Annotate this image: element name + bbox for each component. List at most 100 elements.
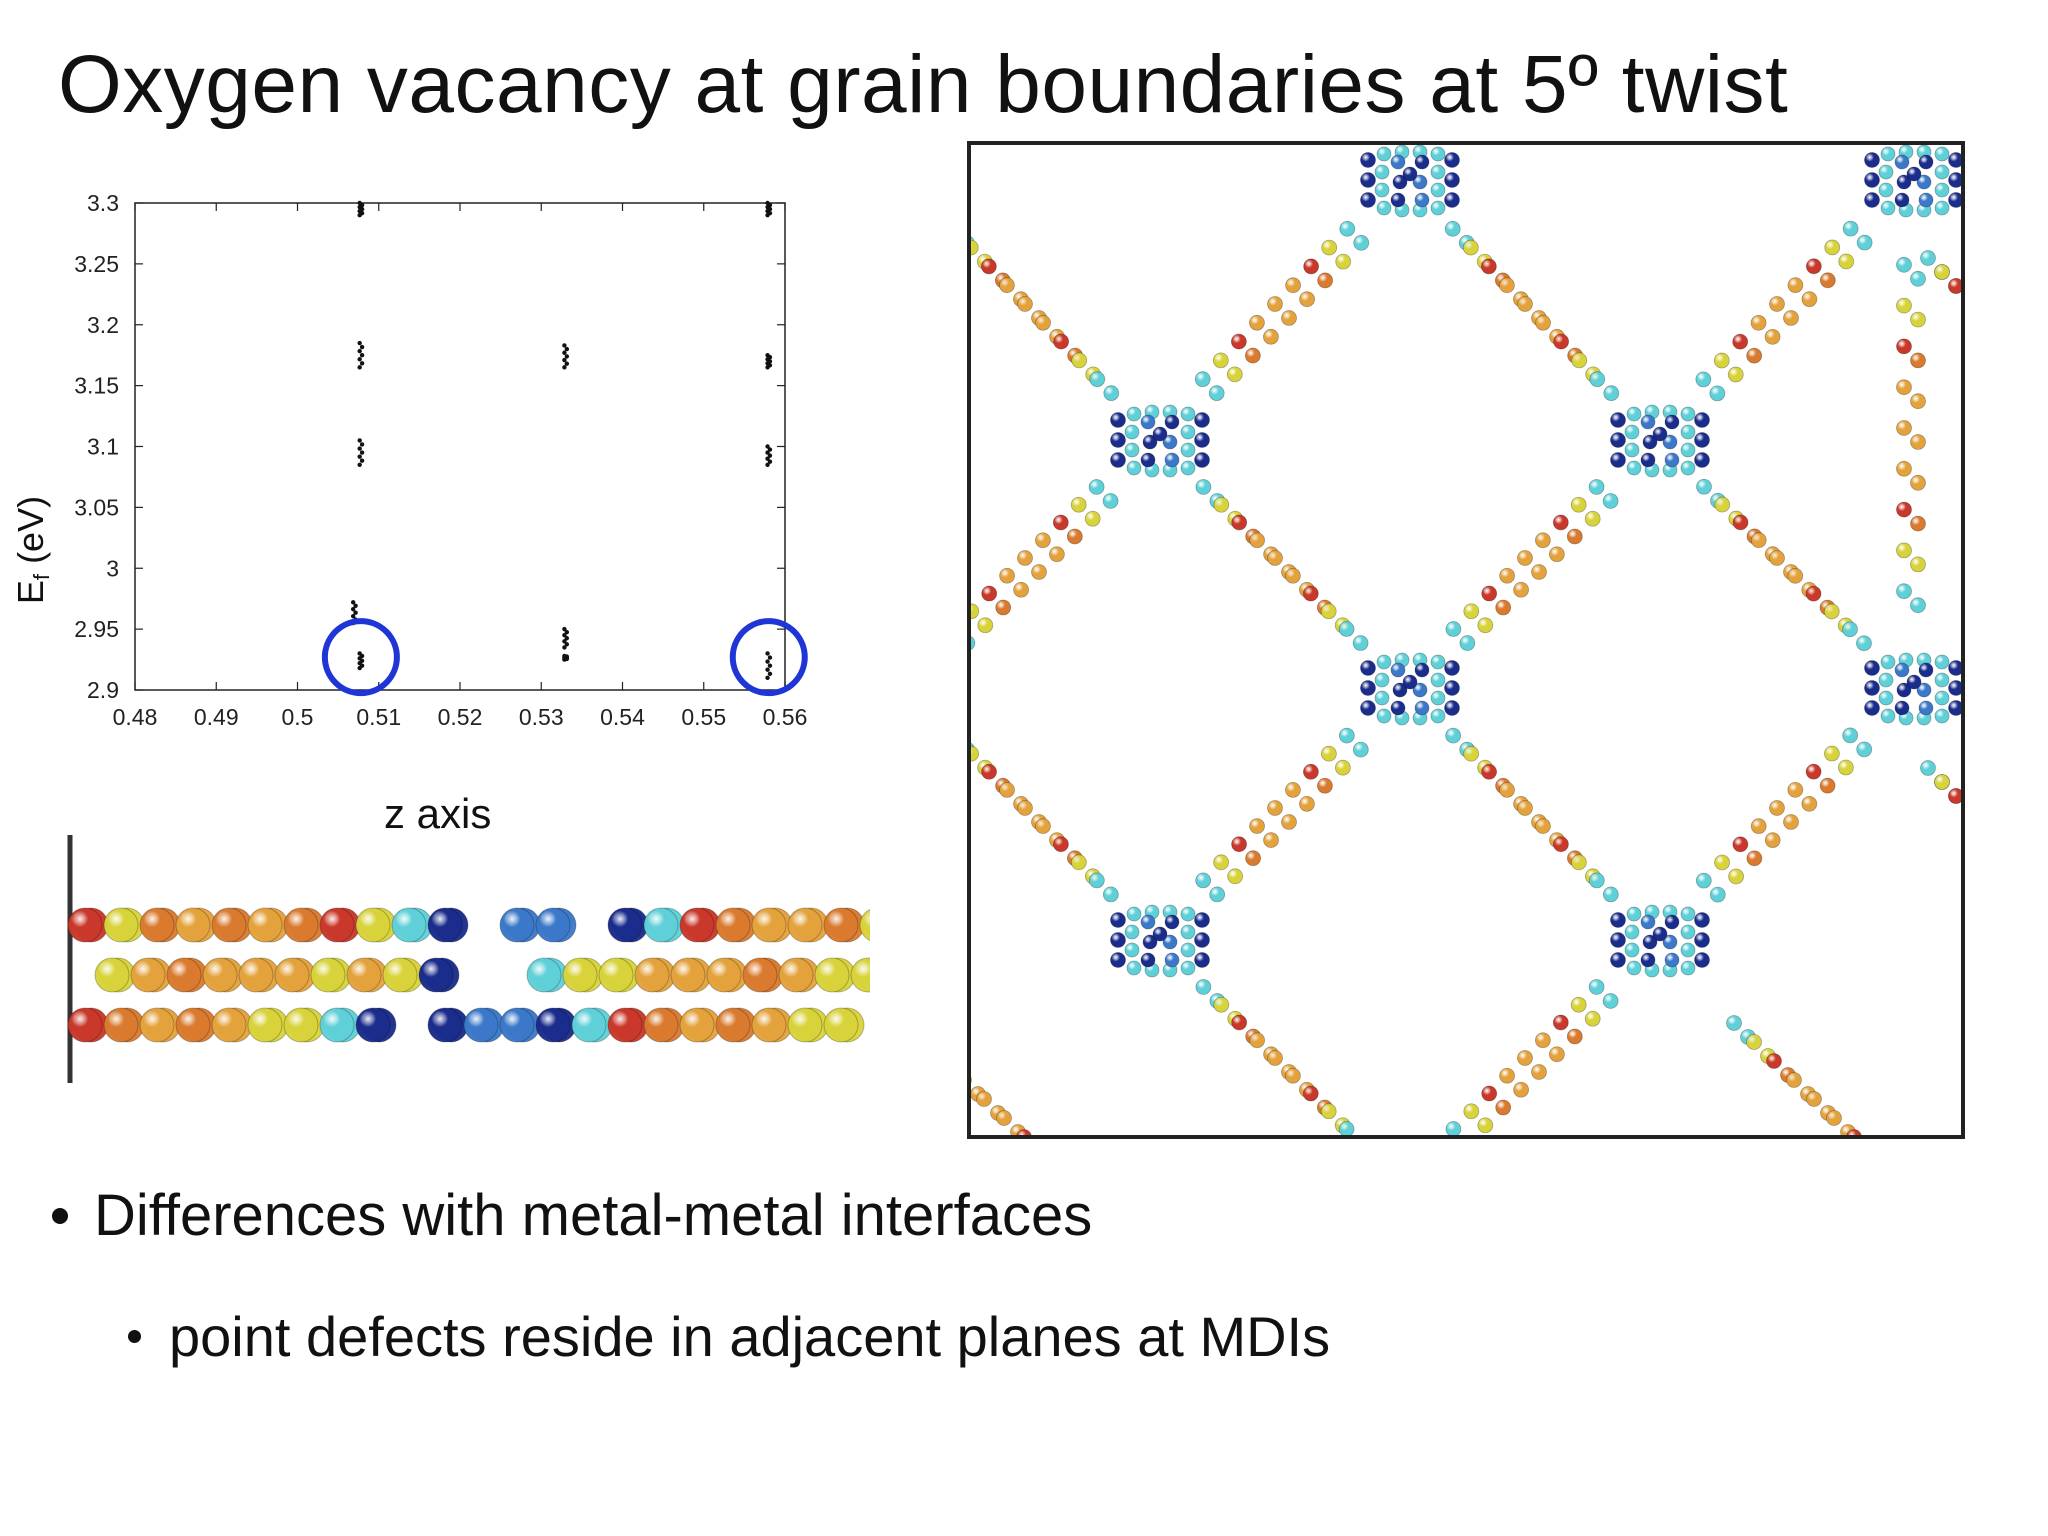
atom [1695, 872, 1712, 889]
atom [1164, 914, 1180, 930]
atom [1445, 727, 1462, 744]
atom [1227, 868, 1244, 885]
atom [742, 957, 778, 993]
atom [1360, 192, 1376, 208]
atom [1934, 200, 1950, 216]
bullet-text: point defects reside in adjacent planes … [169, 1305, 1331, 1368]
atom [1570, 496, 1587, 513]
atom [1335, 253, 1352, 270]
atom [1070, 854, 1087, 871]
data-point [765, 675, 770, 681]
atom [1481, 1085, 1498, 1102]
atom [1680, 442, 1696, 458]
atom [751, 907, 787, 943]
twist-boundary-atom-map [964, 141, 1965, 1139]
atom [1180, 460, 1196, 476]
atom [1602, 886, 1619, 903]
data-point [564, 354, 570, 359]
atom [1462, 239, 1479, 256]
atom [1195, 872, 1212, 889]
atom [1750, 818, 1767, 835]
atom [964, 1068, 966, 1083]
atom [1231, 836, 1247, 853]
atom [751, 1007, 787, 1043]
atom [535, 1007, 571, 1043]
atom [1603, 385, 1620, 402]
atom [1245, 850, 1261, 867]
data-point [357, 438, 362, 443]
atom [643, 1007, 679, 1043]
atom [1864, 172, 1880, 188]
atom [1896, 420, 1912, 436]
atom [1896, 501, 1912, 518]
atom [1517, 296, 1533, 312]
atom [1624, 442, 1640, 458]
atom [1103, 385, 1120, 402]
data-point [357, 365, 362, 370]
atom [1126, 460, 1142, 476]
atom [1463, 1103, 1480, 1120]
atom [1652, 926, 1668, 942]
atom [999, 567, 1015, 584]
data-point [353, 610, 358, 615]
x-tick-label: 0.54 [600, 704, 645, 730]
data-point [765, 200, 770, 206]
atom [1088, 872, 1105, 889]
atom [1584, 510, 1601, 527]
atom [1320, 603, 1337, 620]
atom [1786, 1072, 1802, 1088]
atom [1499, 781, 1515, 798]
atom [1910, 474, 1926, 491]
atom [1750, 532, 1767, 549]
y-tick-label: 3.05 [74, 494, 119, 520]
data-point [357, 651, 362, 656]
data-point [562, 343, 567, 348]
atom [247, 907, 283, 943]
data-point [562, 357, 567, 363]
data-point [357, 357, 362, 362]
atom [1013, 581, 1029, 598]
atom [1664, 952, 1680, 968]
atom [1826, 1110, 1842, 1126]
atom [1602, 493, 1619, 509]
atom [175, 907, 211, 943]
atom [1642, 434, 1658, 450]
atom [1102, 493, 1119, 509]
atom [1910, 515, 1926, 532]
atom [1640, 452, 1656, 468]
data-point [562, 626, 567, 632]
x-tick-label: 0.56 [763, 704, 808, 730]
atom [1680, 906, 1696, 922]
atom [980, 258, 997, 275]
atom [166, 957, 202, 993]
atom [1610, 912, 1626, 928]
atom [1626, 906, 1642, 922]
atom [1263, 328, 1279, 345]
atom [679, 1007, 715, 1043]
atom [310, 957, 346, 993]
atom [1445, 1121, 1462, 1137]
atom [1194, 952, 1210, 968]
atom [1694, 452, 1710, 468]
atom [1445, 621, 1462, 637]
highlight-circle [321, 618, 400, 697]
x-tick-label: 0.5 [282, 704, 314, 730]
atom [1896, 379, 1912, 396]
atom [1164, 414, 1180, 430]
atom [1194, 932, 1210, 948]
data-point [353, 603, 358, 608]
atom [1017, 800, 1033, 816]
data-point [562, 645, 567, 650]
atom [1180, 942, 1196, 958]
atom [1746, 850, 1763, 867]
atom [202, 957, 238, 993]
atom [1392, 174, 1408, 190]
data-point [767, 447, 773, 452]
atom [1302, 585, 1319, 602]
atom [211, 907, 247, 943]
atom [1066, 528, 1083, 545]
highlight-circle [729, 618, 808, 697]
atom [715, 1007, 751, 1043]
atom [1769, 550, 1785, 566]
y-tick-label: 3.2 [87, 312, 119, 338]
